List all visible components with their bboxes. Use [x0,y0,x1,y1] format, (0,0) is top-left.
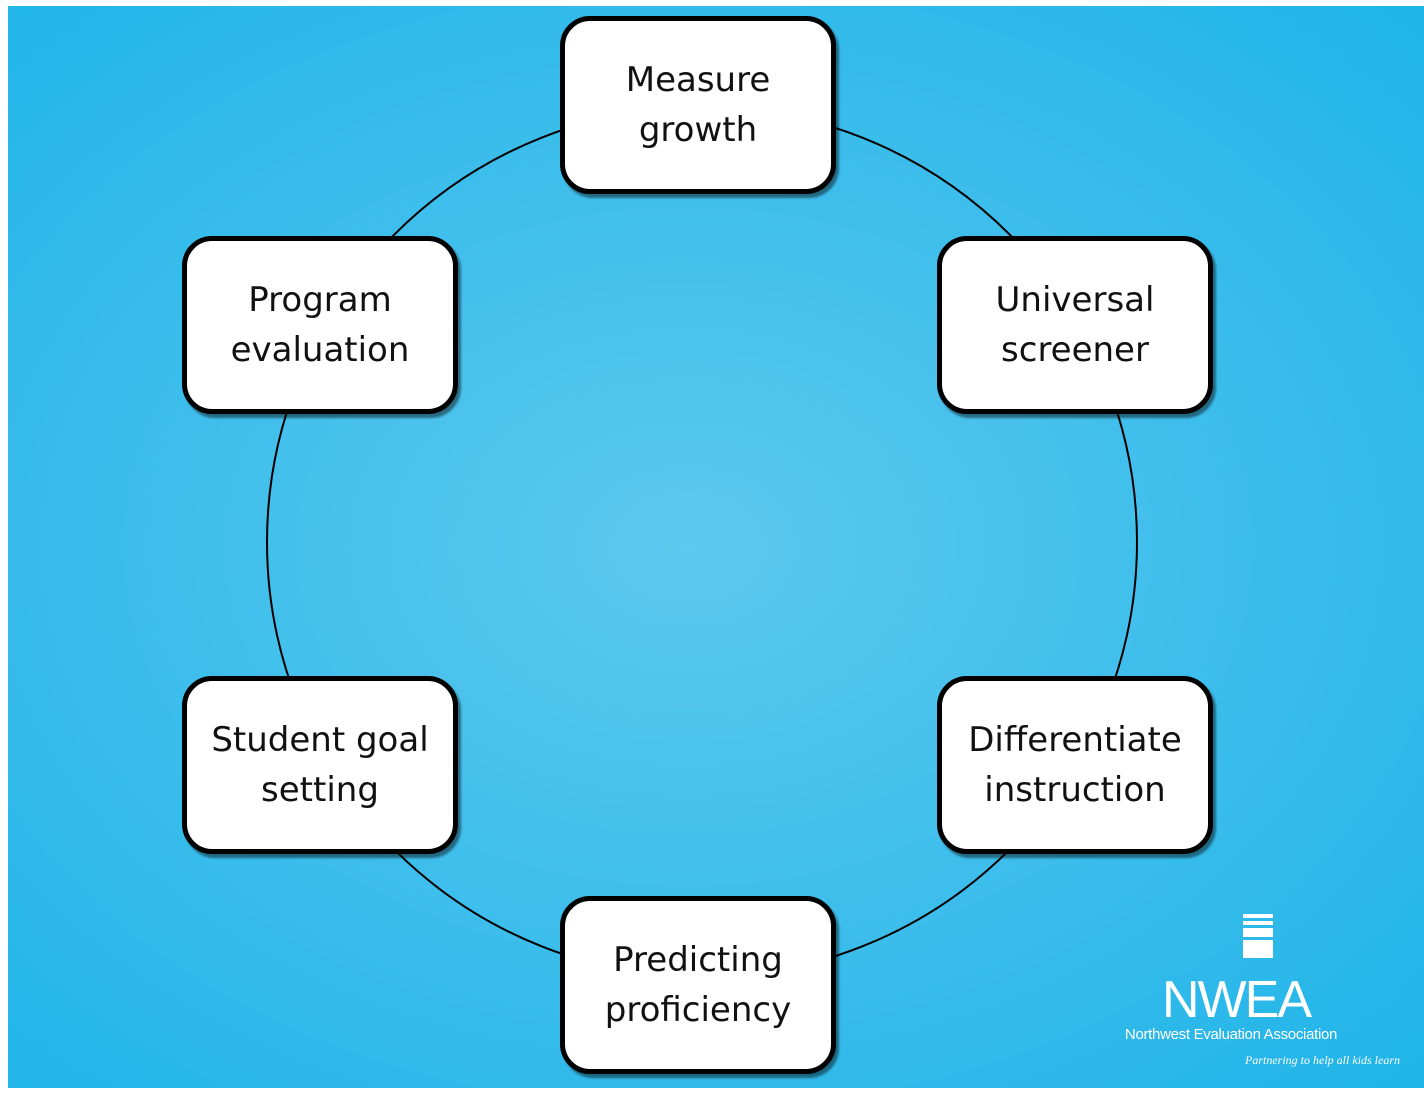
nwea-logo-mark-icon [1243,914,1273,961]
node-universal-screener: Universal screener [937,236,1213,414]
node-differentiate-instruction: Differentiate instruction [937,676,1213,854]
logo-tagline: Partnering to help all kids learn [1245,1053,1400,1067]
node-measure-growth: Measure growth [560,16,836,194]
node-label-differentiate-instruction: Differentiate instruction [968,720,1182,810]
node-label-predicting-proficiency: Predicting proficiency [604,940,792,1030]
logo-organization: Northwest Evaluation Association [1124,1026,1338,1043]
node-predicting-proficiency: Predicting proficiency [560,896,836,1074]
node-label-measure-growth: Measure growth [625,60,771,150]
nwea-logo: NWEA Northwest Evaluation Association Pa… [1100,914,1400,1074]
logo-name: NWEA [1162,971,1312,1029]
node-label-universal-screener: Universal screener [995,280,1155,370]
diagram-canvas: Measure growth Universal screener Differ… [8,6,1424,1088]
node-label-program-evaluation: Program evaluation [230,280,410,370]
node-student-goal-setting: Student goal setting [182,676,458,854]
node-label-student-goal-setting: Student goal setting [211,720,429,810]
node-program-evaluation: Program evaluation [182,236,458,414]
